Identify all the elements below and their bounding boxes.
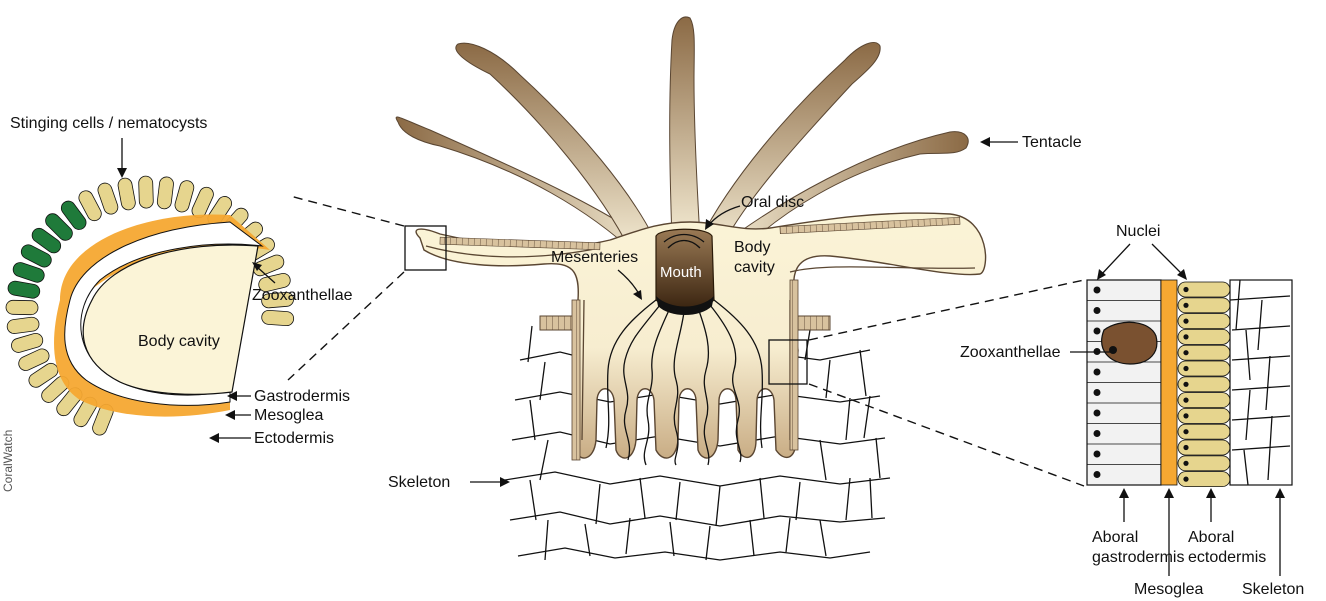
nucleus xyxy=(1183,461,1188,466)
nucleus xyxy=(1094,451,1101,458)
ectodermis-cell xyxy=(6,316,40,334)
ectodermis-cell xyxy=(117,177,137,211)
nucleus xyxy=(1183,366,1188,371)
ectodermis-cell xyxy=(139,176,154,208)
zooxanthellae-left-label: Zooxanthellae xyxy=(252,287,353,304)
mouth-label: Mouth xyxy=(660,264,702,281)
ectodermis-label: Ectodermis xyxy=(254,430,334,447)
skeleton-label: Skeleton xyxy=(388,474,450,491)
tentacle-label: Tentacle xyxy=(1022,134,1082,151)
body-cavity-line: Body xyxy=(734,239,770,256)
tentacle-cross-section: Body cavity xyxy=(6,176,294,437)
nucleus xyxy=(1183,413,1188,418)
nucleus xyxy=(1094,287,1101,294)
nucleus xyxy=(1183,319,1188,324)
nucleus xyxy=(1094,389,1101,396)
aboral-tissue-detail xyxy=(1087,280,1292,487)
polyp-body xyxy=(416,213,985,465)
gastrodermis-label: Gastrodermis xyxy=(254,388,350,405)
oral-disc-label: Oral disc xyxy=(741,194,804,211)
nucleus xyxy=(1183,334,1188,339)
ectodermis-cell xyxy=(261,310,294,326)
label-line: ectodermis xyxy=(1188,549,1266,566)
zooxanthellae-right-label: Zooxanthellae xyxy=(960,344,1061,361)
nucleus xyxy=(1183,398,1188,403)
nucleus xyxy=(1094,471,1101,478)
label-line: cavity xyxy=(734,259,775,276)
mesenteries-label: Mesenteries xyxy=(551,249,638,266)
label-line: gastrodermis xyxy=(1092,549,1184,566)
nucleus xyxy=(1094,328,1101,335)
aboral-gastrodermis-label: Aboral gastrodermis xyxy=(1092,529,1184,566)
nucleus xyxy=(1094,430,1101,437)
nucleus xyxy=(1094,307,1101,314)
nucleus xyxy=(1183,445,1188,450)
body-cavity-left-label: Body cavity xyxy=(138,333,220,350)
aboral-ectodermis-label: Aboral ectodermis xyxy=(1188,529,1266,566)
mesoglea-left-label: Mesoglea xyxy=(254,407,323,424)
ectodermis-cell xyxy=(157,176,175,209)
stinging-cells-label: Stinging cells / nematocysts xyxy=(10,115,207,132)
nucleus xyxy=(1183,350,1188,355)
credit-label: CoralWatch xyxy=(1,430,15,492)
aboral-ectodermis-cells xyxy=(1178,282,1230,487)
ectodermis-cell xyxy=(7,280,41,299)
mesoglea-right-label: Mesoglea xyxy=(1134,581,1203,598)
ectodermis-cell xyxy=(6,300,38,315)
nucleus xyxy=(1183,382,1188,387)
nucleus xyxy=(1094,369,1101,376)
nucleus xyxy=(1183,429,1188,434)
nucleus xyxy=(1094,410,1101,417)
nucleus xyxy=(1183,287,1188,292)
nucleus xyxy=(1183,477,1188,482)
skeleton-right-label: Skeleton xyxy=(1242,581,1304,598)
nuclei-label: Nuclei xyxy=(1116,223,1160,240)
nucleus xyxy=(1183,303,1188,308)
